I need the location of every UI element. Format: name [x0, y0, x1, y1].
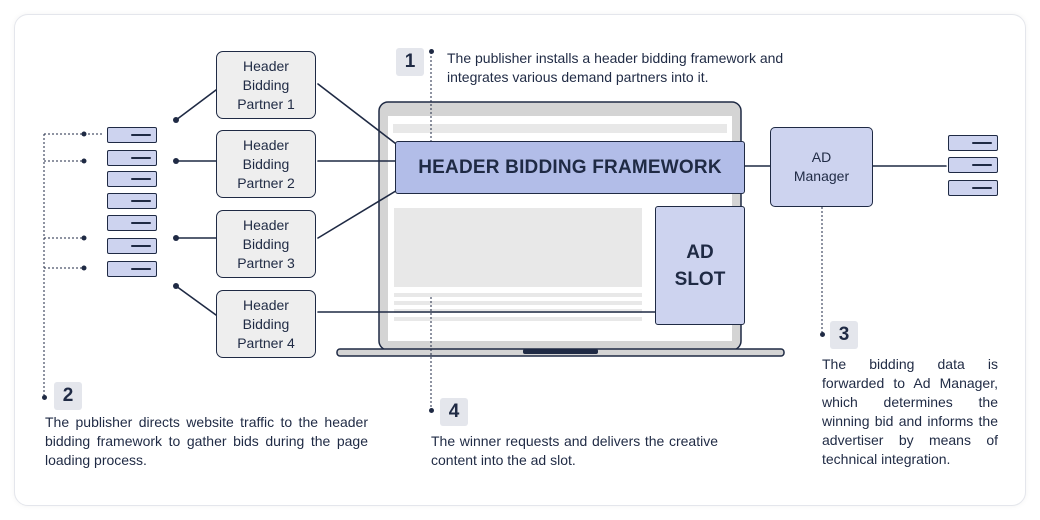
ad-slot: AD SLOT — [655, 206, 745, 325]
header-bidding-partner-1: Header Bidding Partner 1 — [216, 51, 316, 119]
ad-manager-box: AD Manager — [770, 127, 873, 207]
server-icon — [107, 150, 157, 166]
server-icon — [107, 127, 157, 143]
step-1-text: The publisher installs a header bidding … — [447, 50, 784, 85]
step-marker-dot — [429, 408, 434, 413]
server-icon — [107, 238, 157, 254]
step-2-text: The publisher directs website traffic to… — [45, 414, 368, 468]
step-3-badge: 3 — [830, 321, 858, 349]
header-bidding-partner-4: Header Bidding Partner 4 — [216, 290, 316, 358]
partner-label: Header Bidding Partner 2 — [237, 136, 295, 191]
server-icon — [948, 135, 998, 151]
server-icon — [107, 261, 157, 277]
step-marker-dot — [42, 395, 47, 400]
step-4-text: The winner requests and delivers the cre… — [431, 433, 718, 468]
partner-label: Header Bidding Partner 1 — [237, 57, 295, 112]
step-4-badge: 4 — [440, 398, 468, 426]
step-1-badge: 1 — [396, 48, 424, 76]
step-3-text: The bidding data is forwarded to Ad Mana… — [822, 356, 998, 467]
header-bidding-framework: HEADER BIDDING FRAMEWORK — [395, 141, 745, 194]
partner-label: Header Bidding Partner 4 — [237, 296, 295, 351]
server-icon — [948, 180, 998, 196]
step-marker-dot — [820, 332, 825, 337]
header-bidding-partner-2: Header Bidding Partner 2 — [216, 130, 316, 198]
step-marker-dot — [429, 49, 434, 54]
server-icon — [107, 215, 157, 231]
step-2-badge: 2 — [54, 382, 82, 410]
ad-slot-label: AD SLOT — [674, 241, 726, 290]
server-icon — [107, 193, 157, 209]
server-icon — [948, 157, 998, 173]
framework-label: HEADER BIDDING FRAMEWORK — [418, 156, 722, 178]
server-icon — [107, 171, 157, 187]
header-bidding-partner-3: Header Bidding Partner 3 — [216, 210, 316, 278]
partner-label: Header Bidding Partner 3 — [237, 216, 295, 271]
ad-manager-label: AD Manager — [793, 149, 850, 184]
